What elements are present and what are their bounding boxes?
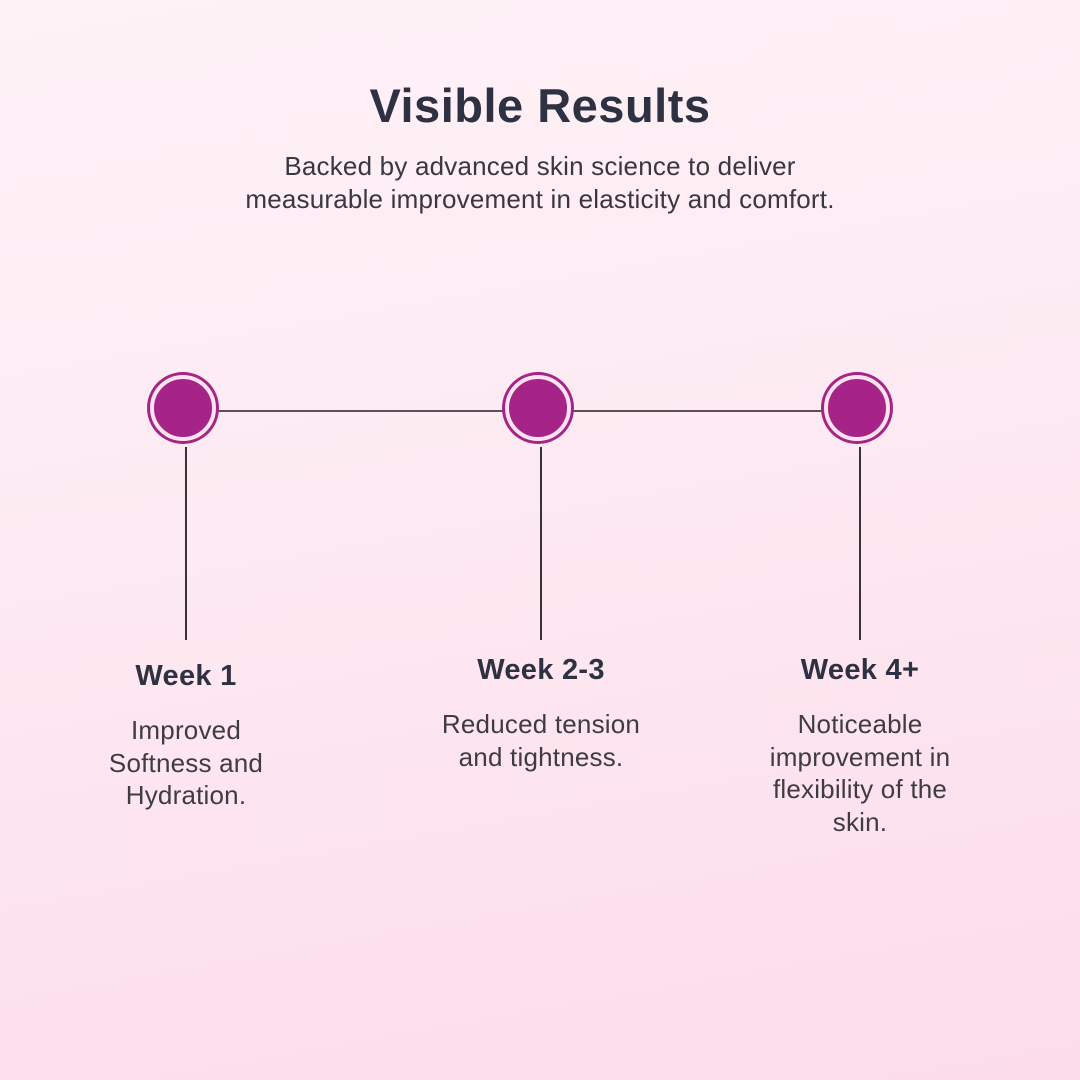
- milestone-description: Reduced tension and tightness.: [441, 709, 641, 772]
- page-subtitle: Backed by advanced skin science to deliv…: [245, 151, 835, 214]
- milestone-description: Noticeable improvement in flexibility of…: [769, 709, 951, 837]
- milestone-label: Week 2-3: [477, 654, 605, 686]
- timeline-node-week-2-3: [505, 375, 571, 441]
- milestone-label: Week 4+: [800, 654, 920, 686]
- timeline-node-week-4plus: [824, 375, 890, 441]
- milestone-week-1: Week 1 Improved Softness and Hydration.: [66, 660, 306, 812]
- timeline-drop-line-week-2-3: [540, 447, 542, 640]
- milestone-week-2-3: Week 2-3 Reduced tension and tightness.: [406, 654, 676, 773]
- milestone-label: Week 1: [135, 660, 237, 692]
- timeline-node-week-1: [150, 375, 216, 441]
- page-title: Visible Results: [369, 79, 711, 132]
- milestone-description: Improved Softness and Hydration.: [108, 715, 264, 810]
- milestone-week-4plus: Week 4+ Noticeable improvement in flexib…: [735, 654, 985, 838]
- timeline-drop-line-week-1: [185, 447, 187, 640]
- timeline-drop-line-week-4plus: [859, 447, 861, 640]
